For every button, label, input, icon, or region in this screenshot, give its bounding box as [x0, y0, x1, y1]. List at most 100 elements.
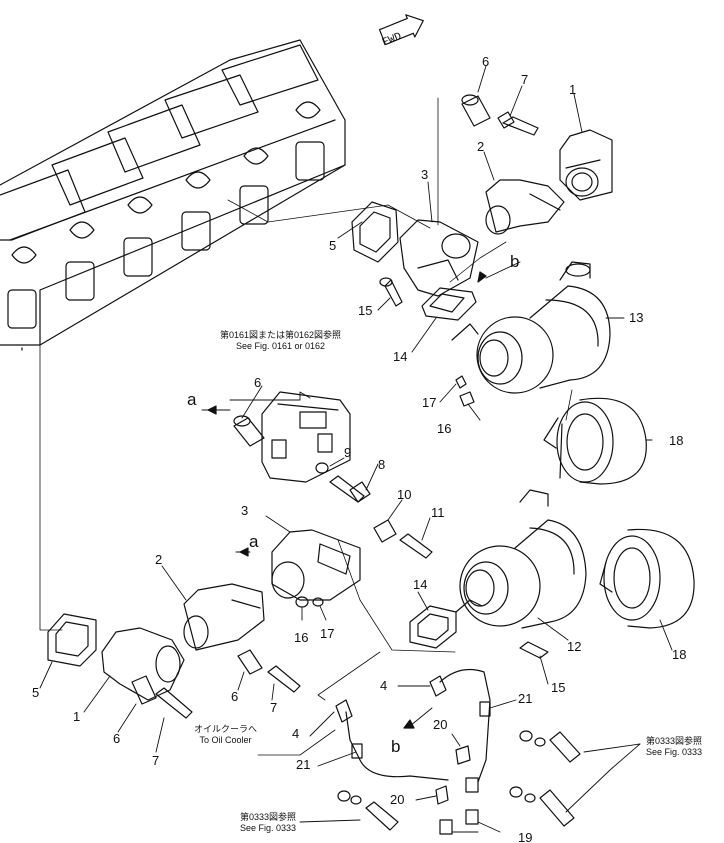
callout-17-lower: 17 — [320, 626, 335, 641]
callout-4-middle: 4 — [380, 678, 388, 693]
note-fig-0333-bottom-japanese: 第0333図参照 — [240, 812, 297, 822]
upper-bolt-part-15 — [379, 277, 403, 307]
callout-8: 8 — [378, 457, 386, 472]
callout-6-middle: 6 — [254, 375, 262, 390]
callout-2-lower: 2 — [155, 552, 163, 567]
callout-6-lower-left: 6 — [113, 731, 121, 746]
callout-18-lower: 18 — [672, 647, 687, 662]
bolt-part-7-lower — [267, 665, 301, 693]
note-fig-0333-right-japanese: 第0333図参照 — [646, 736, 703, 746]
callout-3-upper: 3 — [421, 167, 429, 182]
note-see-fig-0333-bottom: 第0333図参照 See Fig. 0333 — [240, 812, 296, 834]
callout-13: 13 — [629, 310, 644, 325]
callout-11: 11 — [431, 505, 445, 520]
turbocharger-part-13 — [451, 261, 611, 394]
sleeve-part-6-bottom — [131, 675, 157, 705]
turbocharger-part-12 — [455, 489, 587, 629]
upper-sleeve-part-6 — [461, 94, 491, 127]
upper-elbow-part-1 — [559, 129, 613, 201]
nut-part-16-lower — [295, 596, 309, 608]
callout-5-lower: 5 — [32, 685, 40, 700]
upper-gasket-part-5 — [351, 201, 399, 263]
callout-2-upper: 2 — [477, 139, 485, 154]
sensor-part-4-right — [429, 669, 491, 783]
washers-and-bolt-bottom — [337, 790, 399, 831]
note-fig-0333-right-english: See Fig. 0333 — [646, 747, 703, 757]
connector-part-21 — [351, 701, 491, 759]
sensor-part-4-left — [335, 699, 449, 781]
callout-15-upper: 15 — [358, 303, 373, 318]
washers-and-bolts-right — [509, 730, 581, 827]
callout-6-upper: 6 — [482, 54, 490, 69]
note-oil-cooler-japanese: オイルクーラへ — [194, 724, 258, 734]
callout-21-right: 21 — [518, 691, 533, 706]
callout-7-lower-left: 7 — [152, 753, 160, 768]
nut-part-17-lower — [312, 597, 324, 607]
fwd-arrow-shape — [378, 14, 424, 46]
callout-20-upper: 20 — [433, 717, 448, 732]
upper-gasket-part-14 — [421, 287, 477, 321]
note-oil-cooler-english: To Oil Cooler — [199, 735, 252, 745]
callout-1-upper: 1 — [569, 82, 577, 97]
callout-14-upper: 14 — [393, 349, 408, 364]
connector-part-19 — [439, 777, 479, 835]
note-fig-0161-english: See Fig. 0161 or 0162 — [235, 341, 326, 351]
callout-20-lower: 20 — [390, 792, 405, 807]
callout-19: 19 — [518, 830, 533, 843]
callout-a-lower: a — [249, 532, 259, 551]
lower-bolt-part-11 — [399, 533, 433, 559]
lower-bolt-part-15 — [519, 641, 549, 659]
callout-14-lower: 14 — [413, 577, 428, 592]
bolt-part-7-bottom — [155, 687, 193, 719]
callout-b-upper: b — [510, 252, 520, 271]
callout-3-lower: 3 — [241, 503, 249, 518]
lower-gasket-part-5 — [47, 613, 97, 667]
heat-cover-part-18-lower — [599, 528, 695, 629]
callout-4-left: 4 — [292, 726, 300, 741]
callout-12: 12 — [567, 639, 582, 654]
bolt-part-8 — [329, 475, 371, 503]
upper-bolt-part-7 — [497, 111, 539, 136]
note-fig-0161-japanese: 第0161図または第0162図参照 — [220, 330, 342, 340]
sleeve-part-6-lower — [237, 649, 263, 675]
callout-18-upper: 18 — [669, 433, 684, 448]
fwd-label: FWD — [380, 30, 404, 50]
nut-part-16-upper — [459, 391, 475, 407]
lower-pipe-part-2 — [183, 583, 265, 651]
note-to-oil-cooler: オイルクーラへ To Oil Cooler — [194, 724, 257, 746]
callout-7-upper: 7 — [521, 72, 529, 87]
callout-16-upper: 16 — [437, 421, 452, 436]
lower-gasket-part-14 — [409, 605, 457, 649]
direction-arrows — [207, 271, 487, 729]
callout-6-lower-mid: 6 — [231, 689, 239, 704]
washer-part-9 — [315, 462, 329, 474]
callout-21-left: 21 — [296, 757, 311, 772]
callout-7-lower-mid: 7 — [270, 700, 278, 715]
lower-sleeve-part-10 — [373, 519, 397, 543]
upper-manifold-part-3 — [399, 219, 479, 297]
callout-9: 9 — [344, 445, 352, 460]
nut-part-17-upper — [455, 375, 467, 389]
note-see-fig-0161: 第0161図または第0162図参照 See Fig. 0161 or 0162 — [220, 330, 341, 352]
callout-15-lower: 15 — [551, 680, 566, 695]
bracket-plate — [261, 391, 351, 483]
callout-5-upper: 5 — [329, 238, 337, 253]
callout-16-lower: 16 — [294, 630, 309, 645]
upper-pipe-part-2 — [485, 179, 565, 235]
callout-10: 10 — [397, 487, 412, 502]
callout-17-upper: 17 — [422, 395, 437, 410]
lower-manifold-part-3 — [271, 529, 361, 601]
callout-b-lower: b — [391, 737, 401, 756]
clip-part-20 — [435, 745, 471, 805]
callout-a-middle: a — [187, 390, 197, 409]
callout-1-lower: 1 — [73, 709, 81, 724]
note-see-fig-0333-right: 第0333図参照 See Fig. 0333 — [646, 736, 702, 758]
lower-elbow-part-1 — [101, 627, 185, 701]
note-fig-0333-bottom-english: See Fig. 0333 — [240, 823, 297, 833]
guide-lines — [39, 97, 573, 756]
heat-cover-part-18-upper — [543, 397, 647, 485]
sleeve-part-6-mid — [233, 415, 265, 447]
engine-cylinder-head — [0, 39, 346, 351]
